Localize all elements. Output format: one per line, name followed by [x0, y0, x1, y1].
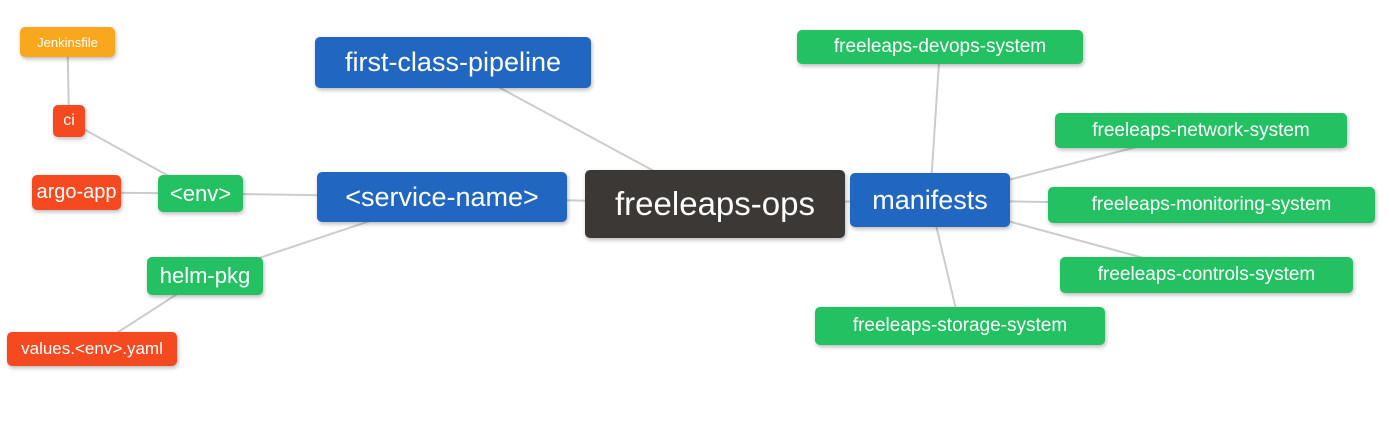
- node-first-class-pipeline[interactable]: first-class-pipeline: [315, 37, 591, 88]
- node-values-env-yaml[interactable]: values.<env>.yaml: [7, 332, 177, 366]
- node-ci[interactable]: ci: [53, 105, 85, 137]
- node-storage-system[interactable]: freeleaps-storage-system: [815, 307, 1105, 345]
- node-jenkinsfile[interactable]: Jenkinsfile: [20, 27, 115, 57]
- node-env[interactable]: <env>: [158, 175, 243, 212]
- node-network-system[interactable]: freeleaps-network-system: [1055, 113, 1347, 148]
- node-monitoring-system[interactable]: freeleaps-monitoring-system: [1048, 187, 1375, 223]
- node-argo-app[interactable]: argo-app: [32, 175, 121, 210]
- node-manifests[interactable]: manifests: [850, 173, 1010, 227]
- node-freeleaps-ops[interactable]: freeleaps-ops: [585, 170, 845, 238]
- node-devops-system[interactable]: freeleaps-devops-system: [797, 30, 1083, 64]
- node-controls-system[interactable]: freeleaps-controls-system: [1060, 257, 1353, 293]
- node-helm-pkg[interactable]: helm-pkg: [147, 257, 263, 295]
- node-service-name[interactable]: <service-name>: [317, 172, 567, 222]
